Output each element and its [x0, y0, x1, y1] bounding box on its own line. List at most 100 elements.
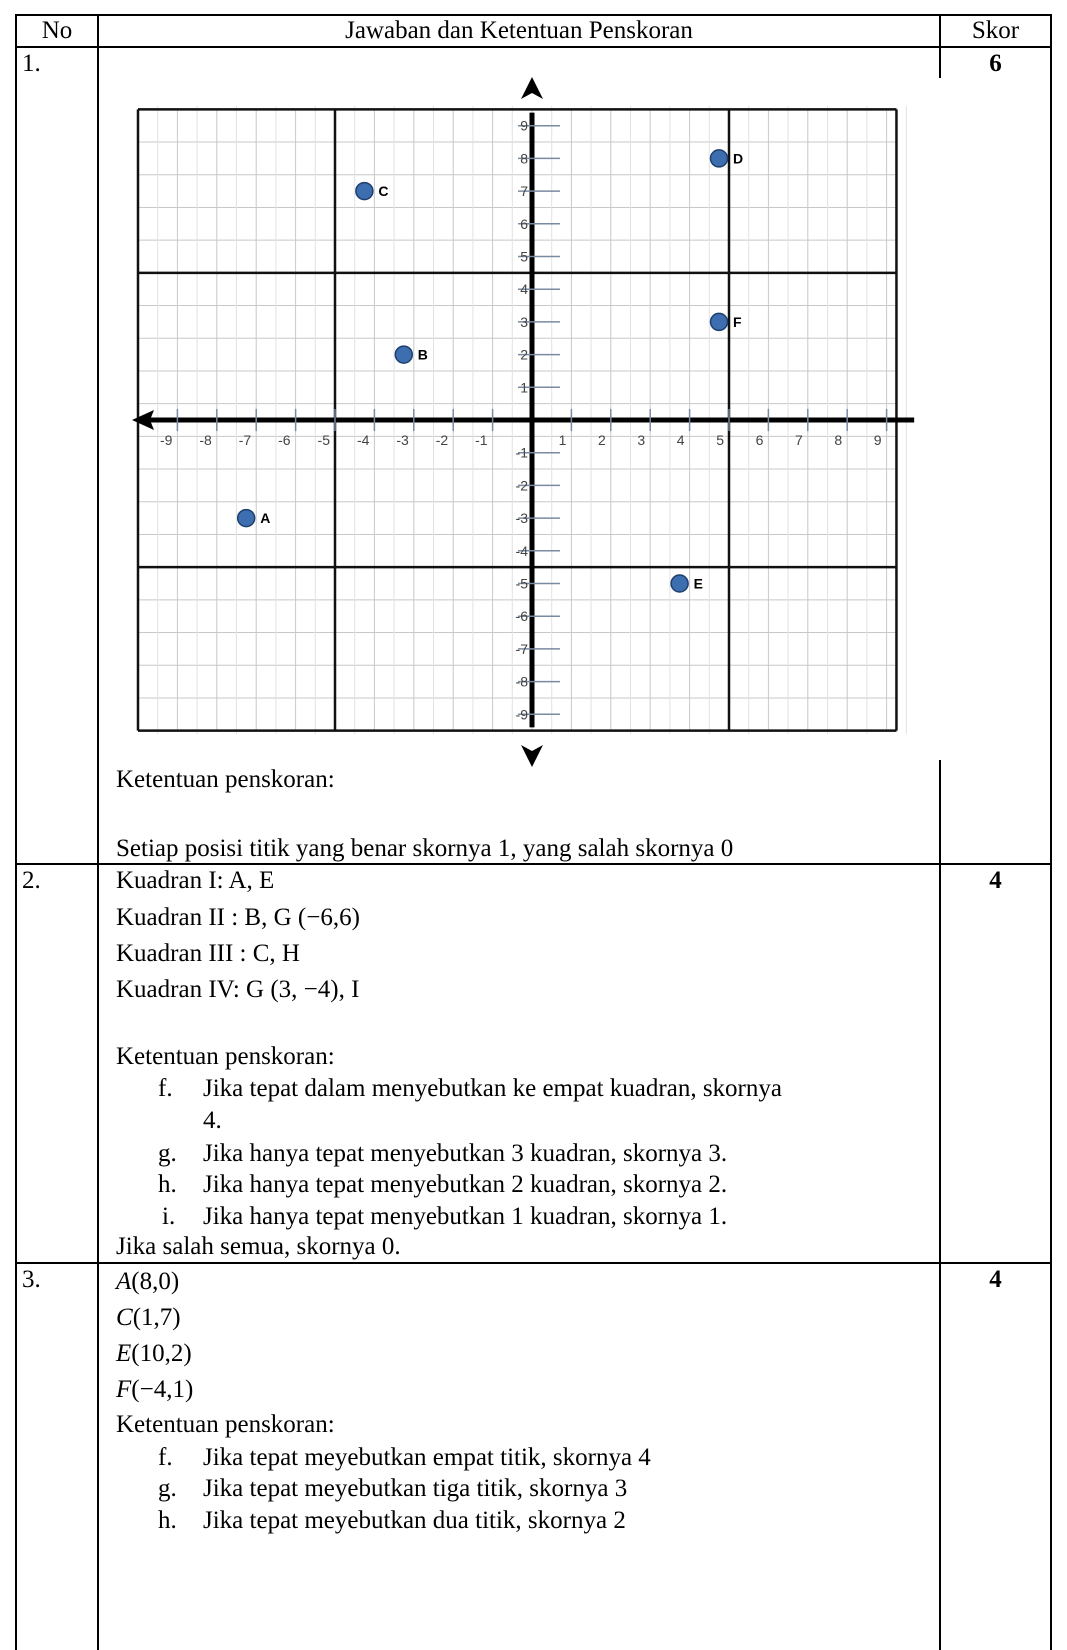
row2-item-cont: 4.	[203, 1107, 222, 1134]
y-tick-label: -2	[516, 477, 529, 493]
x-tick-label: -7	[239, 432, 252, 448]
y-axis-arrow-up	[521, 77, 543, 99]
quadrant-line-2: Kuadran II : B, G (−6,6)	[116, 904, 360, 931]
point-marker	[355, 181, 374, 201]
y-tick-label: 9	[520, 118, 528, 134]
x-tick-label: -3	[396, 432, 409, 448]
row2-item-marker: g.	[158, 1140, 177, 1167]
quadrant-line-3: Kuadran III : C, H	[116, 940, 300, 967]
point-name: A	[116, 1268, 132, 1295]
row2-item-marker: h.	[158, 1171, 177, 1198]
row2-item-marker: f.	[158, 1075, 173, 1102]
row3-number: 3.	[22, 1266, 41, 1293]
row3-item-marker: h.	[158, 1507, 177, 1534]
point-marker	[670, 574, 689, 593]
x-tick-label: -8	[199, 432, 212, 448]
y-tick-label: -6	[516, 608, 529, 624]
y-tick-label: -1	[516, 445, 529, 461]
row1-scoring-title: Ketentuan penskoran:	[116, 766, 335, 793]
y-axis-arrow-down	[521, 745, 543, 767]
row1-scoring-text: Setiap posisi titik yang benar skornya 1…	[116, 835, 734, 862]
y-tick-label: -4	[516, 543, 529, 559]
table-border-header	[15, 46, 1052, 48]
x-tick-label: 4	[677, 432, 685, 448]
row3-item-marker: g.	[158, 1475, 177, 1502]
x-tick-label: 3	[637, 432, 645, 448]
answer-point: C(1,7)	[116, 1303, 181, 1333]
point-name: E	[116, 1340, 132, 1367]
answer-point: F(−4,1)	[116, 1375, 193, 1405]
quadrant-line-1: Kuadran I: A, E	[116, 867, 275, 894]
x-tick-label: 2	[598, 432, 606, 448]
x-tick-label: -1	[475, 432, 488, 448]
row2-scoring-title: Ketentuan penskoran:	[116, 1043, 335, 1070]
point-name: F	[116, 1376, 132, 1403]
point-coords: (−4,1)	[131, 1376, 194, 1403]
point-label: E	[694, 576, 703, 592]
y-tick-label: 2	[520, 347, 528, 363]
point-coords: (1,7)	[132, 1304, 181, 1331]
point-marker	[709, 312, 729, 332]
point-marker	[709, 149, 729, 168]
y-tick-label: 4	[520, 281, 528, 297]
row2-item-text: Jika tepat dalam menyebutkan ke empat ku…	[203, 1075, 782, 1102]
y-tick-label: 1	[520, 379, 528, 395]
point-coords: (10,2)	[131, 1340, 192, 1367]
row3-item-text: Jika tepat meyebutkan tiga titik, skorny…	[203, 1475, 628, 1502]
header-score: Skor	[971, 17, 1020, 44]
x-tick-label: 5	[716, 432, 724, 448]
y-tick-label: -8	[516, 674, 529, 690]
header-no: No	[41, 17, 73, 44]
table-col-divider-2	[939, 14, 941, 78]
table-border-row1	[15, 863, 1052, 865]
x-tick-label: -5	[318, 432, 331, 448]
point-label: F	[733, 314, 742, 330]
row3-scoring-title: Ketentuan penskoran:	[116, 1411, 335, 1438]
row3-item-marker: f.	[158, 1444, 173, 1471]
x-tick-label: -2	[436, 432, 449, 448]
x-axis-arrow	[132, 410, 154, 430]
y-tick-label: 8	[520, 150, 528, 166]
point-marker	[236, 508, 256, 528]
y-tick-label: -3	[516, 510, 529, 526]
point-label: B	[418, 347, 428, 363]
table-col-divider-1	[97, 14, 99, 1650]
table-border-row2	[15, 1262, 1052, 1264]
table-border-top	[15, 14, 1052, 16]
y-tick-label: 5	[520, 249, 528, 265]
point-label: A	[260, 510, 270, 526]
point-label: D	[733, 150, 743, 166]
table-border-right	[1050, 14, 1052, 1650]
row2-item-marker: i.	[162, 1203, 176, 1230]
row3-item-text: Jika tepat meyebutkan dua titik, skornya…	[203, 1507, 626, 1534]
quadrant-line-4: Kuadran IV: G (3, −4), I	[116, 976, 360, 1003]
row1-number: 1.	[22, 50, 41, 77]
row2-footer: Jika salah semua, skornya 0.	[116, 1233, 401, 1260]
y-tick-label: 6	[520, 216, 528, 232]
x-tick-label: 7	[795, 432, 803, 448]
x-tick-label: 8	[834, 432, 842, 448]
row1-score: 6	[989, 50, 1002, 77]
y-tick-label: 3	[520, 314, 528, 330]
x-tick-label: -6	[278, 432, 291, 448]
x-tick-label: 6	[756, 432, 764, 448]
y-tick-label: -5	[516, 576, 529, 592]
row2-item-text: Jika hanya tepat menyebutkan 3 kuadran, …	[203, 1140, 728, 1167]
points: A B C D E F	[236, 149, 743, 593]
table-border-left	[15, 14, 17, 1650]
row2-item-text: Jika hanya tepat menyebutkan 1 kuadran, …	[203, 1203, 728, 1230]
row2-score: 4	[989, 867, 1002, 894]
table-col-divider-2b	[939, 760, 941, 1650]
x-tick-label: 1	[559, 432, 567, 448]
answer-point: E(10,2)	[116, 1339, 192, 1369]
y-tick-label: 7	[520, 183, 528, 199]
point-name: C	[116, 1304, 133, 1331]
y-tick-label: -9	[516, 706, 529, 722]
axes	[132, 77, 915, 767]
point-coords: (8,0)	[131, 1268, 180, 1295]
point-marker	[394, 345, 414, 364]
point-label: C	[378, 183, 388, 199]
row3-item-text: Jika tepat meyebutkan empat titik, skorn…	[203, 1444, 651, 1471]
